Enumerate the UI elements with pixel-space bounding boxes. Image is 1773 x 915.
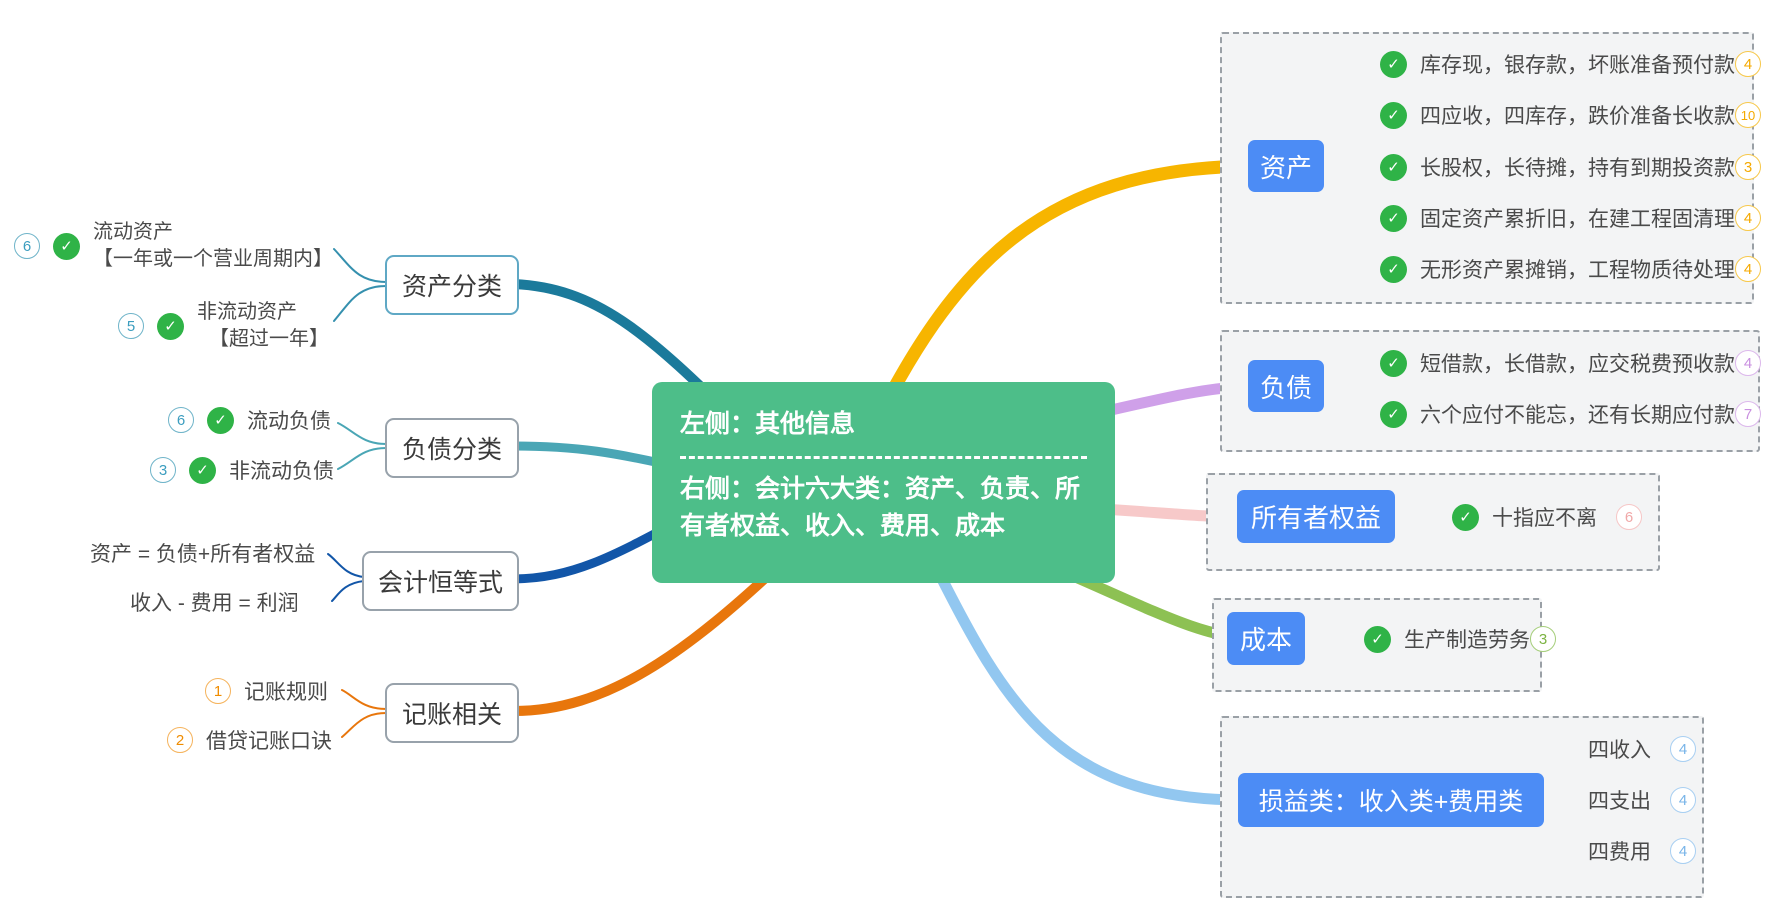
- check-icon: ✓: [1380, 101, 1407, 129]
- equity-child-text: 十指应不离: [1492, 507, 1597, 530]
- node-liability-class[interactable]: 负债分类: [385, 418, 519, 478]
- count-badge: 7: [1735, 401, 1761, 427]
- central-topic-bottom-text: 右侧：会计六大类：资产、负责、所有者权益、收入、费用、成本: [680, 475, 1081, 540]
- count-badge: 3: [1530, 626, 1556, 652]
- node-cost[interactable]: 成本: [1227, 612, 1305, 665]
- list-item-asset-2[interactable]: ✓ 四应收，四库存，跌价准备长收款 10: [1380, 100, 1761, 130]
- list-item-equation-2[interactable]: 收入 - 费用 = 利润: [130, 589, 299, 615]
- cost-child-text: 生产制造劳务: [1404, 629, 1530, 652]
- count-badge: 10: [1735, 102, 1761, 128]
- noncurrent-liabilities-text: 非流动负债: [229, 460, 334, 483]
- check-icon: ✓: [1380, 50, 1407, 78]
- count-badge: 6: [14, 233, 40, 259]
- list-item-pnl-1[interactable]: 四收入 4: [1588, 734, 1696, 764]
- check-icon: ✓: [157, 312, 184, 340]
- list-item-pnl-3[interactable]: 四费用 4: [1588, 836, 1696, 866]
- check-icon: ✓: [1380, 204, 1407, 232]
- node-equity[interactable]: 所有者权益: [1237, 490, 1395, 543]
- count-badge: 5: [118, 313, 144, 339]
- center-dashed-separator: [680, 456, 1087, 460]
- list-item-current-liabilities[interactable]: 6 ✓ 流动负债: [168, 406, 331, 434]
- current-liabilities-text: 流动负债: [247, 410, 331, 433]
- check-icon: ✓: [1380, 349, 1407, 377]
- current-assets-text: 流动资产 【一年或一个营业周期内】: [93, 219, 333, 273]
- liability-child-text: 六个应付不能忘，还有长期应付款: [1420, 404, 1735, 427]
- node-liability[interactable]: 负债: [1248, 360, 1324, 412]
- node-equation[interactable]: 会计恒等式: [362, 551, 519, 611]
- count-badge: 4: [1735, 350, 1761, 376]
- bookkeeping-branch-curve: [341, 550, 795, 738]
- count-badge: 4: [1670, 838, 1696, 864]
- list-item-cost-1[interactable]: ✓ 生产制造劳务 3: [1364, 624, 1556, 654]
- pnl-child-text: 四支出: [1588, 790, 1651, 813]
- central-topic-node[interactable]: 左侧：其他信息 右侧：会计六大类：资产、负责、所有者权益、收入、费用、成本: [652, 382, 1115, 583]
- pnl-child-text: 四费用: [1588, 841, 1651, 864]
- check-icon: ✓: [1380, 400, 1407, 428]
- count-badge: 4: [1735, 256, 1761, 282]
- count-badge: 3: [150, 457, 176, 483]
- asset-child-text: 固定资产累折旧，在建工程固清理: [1420, 208, 1735, 231]
- noncurrent-assets-text: 非流动资产 【超过一年】: [197, 299, 329, 353]
- asset-child-text: 四应收，四库存，跌价准备长收款: [1420, 105, 1735, 128]
- count-badge: 3: [1735, 154, 1761, 180]
- check-icon: ✓: [1364, 625, 1391, 653]
- list-item-asset-4[interactable]: ✓ 固定资产累折旧，在建工程固清理 4: [1380, 203, 1761, 233]
- list-item-equity-1[interactable]: ✓ 十指应不离 6: [1452, 502, 1642, 532]
- asset-child-text: 长股权，长待摊，持有到期投资款: [1420, 157, 1735, 180]
- check-icon: ✓: [1380, 153, 1407, 181]
- asset-child-text: 无形资产累摊销，工程物质待处理: [1420, 259, 1735, 282]
- bookkeeping-mnemonic-text: 借贷记账口诀: [206, 730, 332, 753]
- noncurrent-assets-line2: 【超过一年】: [209, 328, 329, 350]
- list-item-pnl-2[interactable]: 四支出 4: [1588, 785, 1696, 815]
- list-item-bookkeeping-mnemonic[interactable]: 2 借贷记账口诀: [167, 726, 332, 754]
- check-icon: ✓: [189, 456, 216, 484]
- asset-child-text: 库存现，银存款，坏账准备预付款: [1420, 54, 1735, 77]
- check-icon: ✓: [53, 232, 80, 260]
- count-badge: 2: [167, 727, 193, 753]
- count-badge: 6: [168, 407, 194, 433]
- list-item-asset-1[interactable]: ✓ 库存现，银存款，坏账准备预付款 4: [1380, 49, 1761, 79]
- list-item-noncurrent-liabilities[interactable]: 3 ✓ 非流动负债: [150, 456, 334, 484]
- list-item-noncurrent-assets[interactable]: 5 ✓ 非流动资产 【超过一年】: [118, 298, 329, 354]
- list-item-current-assets[interactable]: 6 ✓ 流动资产 【一年或一个营业周期内】: [14, 218, 333, 274]
- list-item-equation-1[interactable]: 资产 = 负债+所有者权益: [90, 540, 315, 566]
- equation-1-text: 资产 = 负债+所有者权益: [90, 543, 316, 566]
- bookkeeping-rule-text: 记账规则: [244, 681, 328, 704]
- central-topic-top-text: 左侧：其他信息: [680, 410, 856, 438]
- count-badge: 1: [205, 678, 231, 704]
- pnl-child-text: 四收入: [1588, 739, 1651, 762]
- asset-class-child-curves: [333, 248, 387, 322]
- current-assets-line2: 【一年或一个营业周期内】: [93, 248, 333, 270]
- list-item-bookkeeping-rule[interactable]: 1 记账规则: [205, 677, 328, 705]
- count-badge: 4: [1735, 205, 1761, 231]
- check-icon: ✓: [207, 406, 234, 434]
- equation-2-text: 收入 - 费用 = 利润: [130, 592, 299, 615]
- current-assets-line1: 流动资产: [93, 221, 173, 243]
- count-badge: 4: [1670, 736, 1696, 762]
- count-badge: 4: [1735, 51, 1761, 77]
- node-asset[interactable]: 资产: [1248, 140, 1324, 192]
- node-asset-class[interactable]: 资产分类: [385, 255, 519, 315]
- count-badge: 4: [1670, 787, 1696, 813]
- node-pnl[interactable]: 损益类：收入类+费用类: [1238, 773, 1544, 827]
- count-badge: 6: [1616, 504, 1642, 530]
- noncurrent-assets-line1: 非流动资产: [197, 301, 297, 323]
- check-icon: ✓: [1380, 255, 1407, 283]
- liability-child-text: 短借款，长借款，应交税费预收款: [1420, 353, 1735, 376]
- list-item-asset-5[interactable]: ✓ 无形资产累摊销，工程物质待处理 4: [1380, 254, 1761, 284]
- list-item-asset-3[interactable]: ✓ 长股权，长待摊，持有到期投资款 3: [1380, 152, 1761, 182]
- list-item-liability-1[interactable]: ✓ 短借款，长借款，应交税费预收款 4: [1380, 348, 1761, 378]
- list-item-liability-2[interactable]: ✓ 六个应付不能忘，还有长期应付款 7: [1380, 399, 1761, 429]
- check-icon: ✓: [1452, 503, 1479, 531]
- node-bookkeeping[interactable]: 记账相关: [385, 683, 519, 743]
